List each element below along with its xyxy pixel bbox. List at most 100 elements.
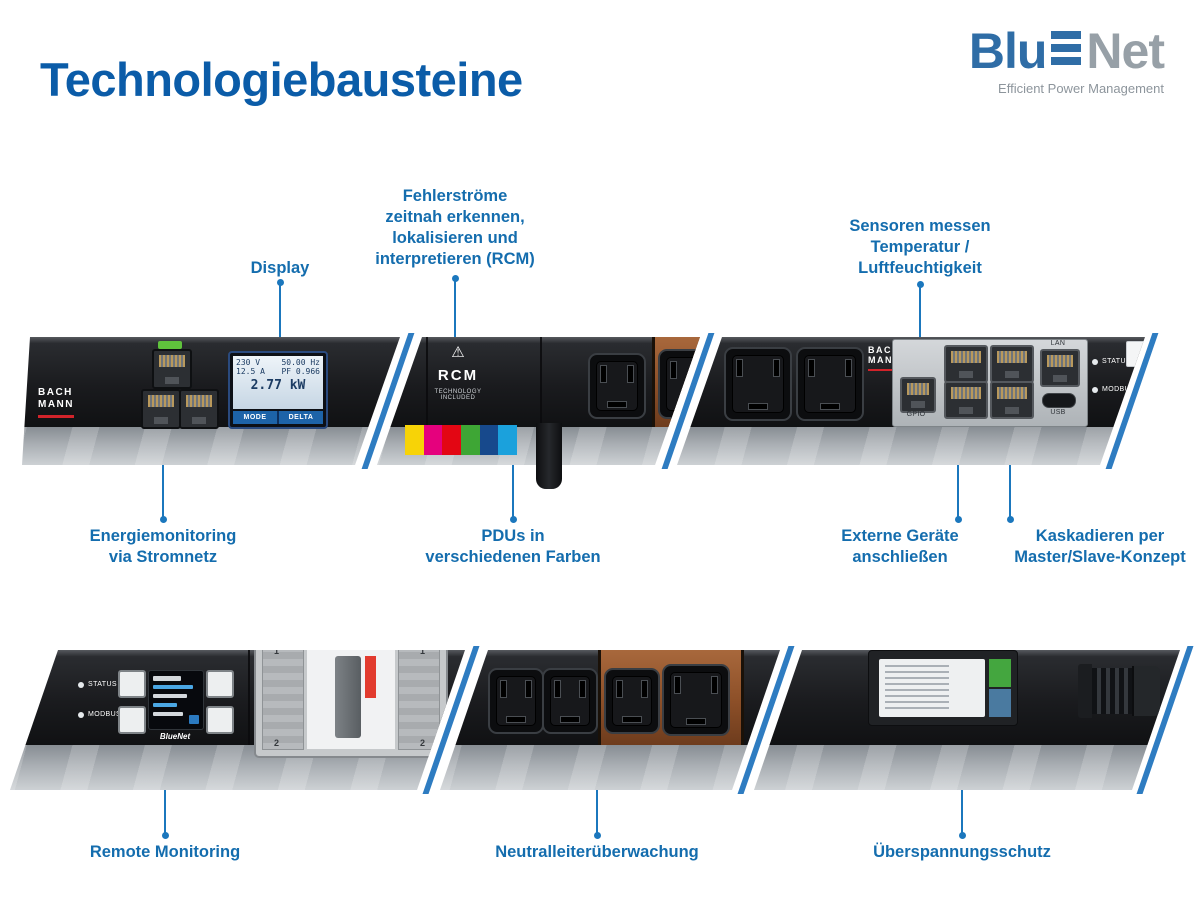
pdu-color-strip-row [405, 425, 518, 455]
mini-display-line [153, 685, 193, 689]
meter-power-factor: PF 0.966 [281, 367, 320, 376]
leader-pdu-colors-line [509, 453, 517, 523]
rj45-port [179, 389, 219, 429]
page-title: Technologiebausteine [40, 53, 523, 106]
mini-display-line [153, 676, 181, 681]
device-button [206, 670, 234, 698]
logo-wordmark: Blu Net [968, 23, 1165, 79]
warning-icon: ⚠ [451, 344, 465, 361]
pdu-bottom-face [754, 745, 1180, 790]
device-button [118, 706, 146, 734]
mini-display-line [153, 694, 187, 698]
pdu-bottom-face [677, 427, 1145, 465]
cascade-port [944, 381, 988, 419]
annotation-energy-monitoring: Energiemonitoring via Stromnetz [89, 527, 237, 567]
c13-socket [604, 668, 660, 734]
annotation-surge-protection: Überspannungsschutz [873, 843, 1051, 861]
pdu-color-stripe [423, 425, 443, 455]
surge-status-window-green [989, 659, 1011, 687]
logo-text-blu: Blu [968, 23, 1048, 79]
status-label: STATUS [88, 681, 117, 688]
pdu-color-stripe [461, 425, 480, 455]
rcm-title: RCM [437, 367, 479, 384]
mode-button: MODE [233, 411, 277, 424]
pdu-segment-controller: STATUS MODBUS BlueNet [10, 650, 465, 790]
mini-display-line [153, 712, 183, 716]
lan-label: LAN [1050, 340, 1066, 347]
status-label: STATUS [1102, 358, 1131, 365]
breaker-side-plate [262, 650, 304, 750]
annotation-sensors: Sensoren messen Temperatur / Luftfeuchti… [849, 217, 991, 278]
modbus-led [78, 712, 84, 718]
c13-socket [488, 668, 544, 734]
pdu-bottom-face [440, 745, 780, 790]
mini-display [148, 670, 204, 730]
pdu-segment-network: BACH MANN GPIO LAN USB STATUS MODBUS [677, 337, 1145, 465]
link-led [158, 341, 182, 349]
pdu-segment-outlets [440, 650, 780, 790]
c19-socket [662, 664, 730, 736]
cable-gland-nut [1132, 666, 1160, 716]
mini-display-line [153, 703, 177, 707]
breaker-handle [335, 656, 361, 738]
pdu-color-stripe [405, 425, 424, 455]
sensor-port [990, 345, 1034, 383]
annotation-external-devices: Externe Geräte anschließen [841, 527, 959, 567]
annotation-pdu-colors: PDUs in verschiedenen Farben [425, 527, 601, 567]
breaker-pole-number: 2 [274, 738, 280, 748]
breaker-red-indicator [365, 656, 376, 698]
status-led [1092, 359, 1098, 365]
surge-label-text-lines [885, 665, 949, 711]
bachmann-red-bar [38, 415, 74, 418]
rj45-port [152, 349, 192, 389]
power-cable [536, 423, 562, 489]
c13-socket [588, 353, 646, 419]
gpio-label: GPIO [906, 411, 926, 418]
modbus-led [1092, 387, 1098, 393]
c19-socket [724, 347, 792, 421]
mini-display-arrow [189, 715, 199, 724]
annotation-neutral-monitoring: Neutralleiterüberwachung [495, 843, 699, 861]
meter-current: 12.5 A [236, 367, 265, 376]
bachmann-logo: BACH MANN [868, 345, 901, 366]
surge-protection-module [868, 650, 1018, 726]
cable-gland-flange [1078, 664, 1092, 718]
logo-tagline: Efficient Power Management [998, 81, 1164, 96]
pdu-bottom-face [22, 427, 400, 465]
pdu-front-face [377, 337, 700, 427]
pdu-color-stripe [479, 425, 499, 455]
pdu-color-stripe [442, 425, 462, 455]
circuit-breaker: 1 2 1 2 [254, 646, 448, 758]
annotation-cascading: Kaskadieren per Master/Slave-Konzept [1014, 527, 1186, 567]
bluenet-brand-label: BlueNet [159, 732, 191, 741]
c19-socket [796, 347, 864, 421]
annotation-remote-monitoring: Remote Monitoring [89, 843, 241, 861]
device-button [206, 706, 234, 734]
pdu-segment-surge [754, 650, 1180, 790]
meter-frequency: 50.00 Hz [281, 358, 320, 367]
rcm-subtitle: TECHNOLOGY INCLUDED [434, 389, 482, 401]
breaker-pole-number: 2 [420, 738, 426, 748]
delta-button: DELTA [279, 411, 323, 424]
breaker-side-plate [398, 650, 440, 750]
device-button [118, 670, 146, 698]
modbus-label: MODBUS [1102, 386, 1136, 393]
c13-socket [542, 668, 598, 734]
modbus-label: MODBUS [88, 711, 122, 718]
logo-text-net: Net [1086, 23, 1165, 79]
bachmann-red-bar [868, 369, 898, 371]
status-led [78, 682, 84, 688]
sensor-port [944, 345, 988, 383]
rj45-port [141, 389, 181, 429]
surge-status-window-blue [989, 689, 1011, 717]
leader-sensors-line [916, 281, 924, 347]
usb-port [1042, 393, 1076, 408]
bachmann-logo: BACH MANN [38, 387, 74, 410]
annotation-rcm: Fehlerströme zeitnah erkennen, lokalisie… [375, 187, 535, 269]
cascade-port [990, 381, 1034, 419]
breaker-pole-number: 1 [274, 646, 280, 656]
